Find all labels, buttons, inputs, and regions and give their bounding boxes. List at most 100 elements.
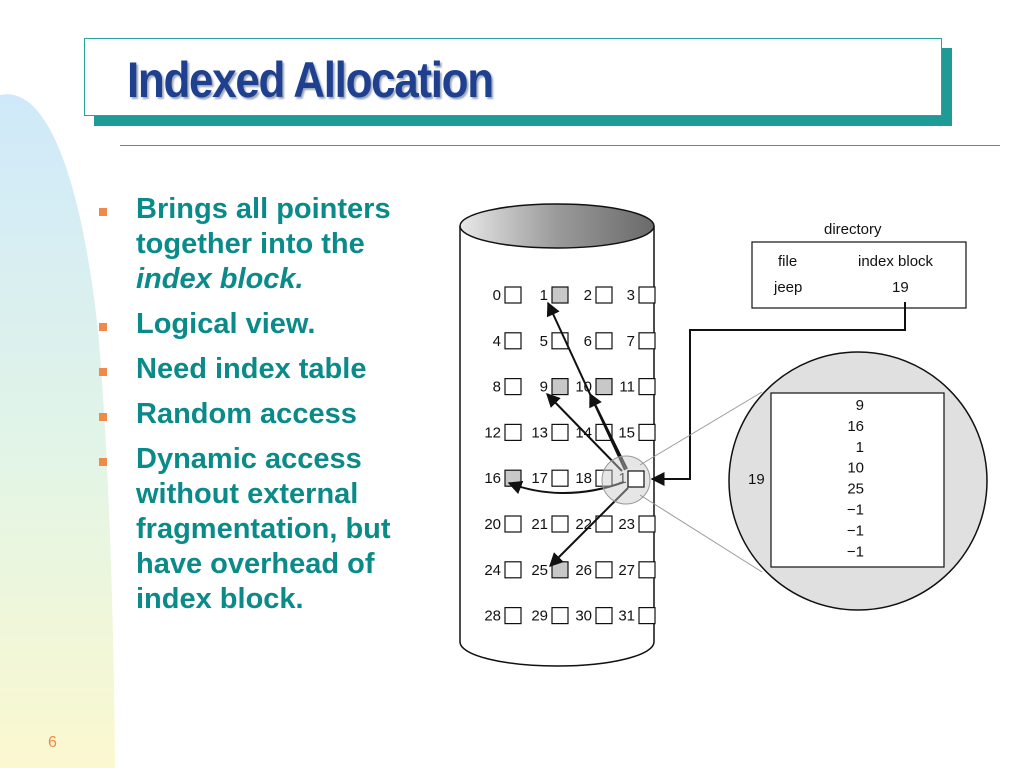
zoom-block-number: 19 [748, 471, 765, 488]
index-entry: 9 [856, 397, 864, 414]
disk-block-free [638, 423, 656, 441]
block-label: 5 [540, 333, 548, 350]
pointer-to-block-16 [507, 481, 625, 495]
block-label: 26 [575, 562, 592, 579]
bullet-marker [99, 323, 107, 331]
disk-block-free [551, 423, 569, 441]
bullet-item: Logical view. [96, 307, 441, 342]
disk-block-free [504, 378, 522, 396]
zoom-line-bottom [639, 494, 763, 573]
directory-pointer-arrow [650, 302, 906, 486]
zoom-line-top [639, 391, 763, 466]
bullet-item: Dynamic access without external fragment… [96, 442, 441, 617]
disk-top [459, 203, 655, 249]
bullet-marker [99, 458, 107, 466]
disk-block-free [595, 561, 613, 579]
block-label: 12 [484, 424, 501, 441]
block-label: 1 [540, 287, 548, 304]
disk-block-used [551, 378, 569, 396]
index-entry: 25 [847, 481, 864, 498]
block-label: 22 [575, 516, 592, 533]
block-label: 25 [531, 562, 548, 579]
disk-block-free [595, 286, 613, 304]
disk-block-free [504, 606, 522, 625]
disk-block-free [595, 332, 613, 350]
block-label: 23 [618, 516, 635, 533]
block-label: 0 [493, 287, 501, 304]
disk-block-free [638, 378, 656, 396]
block-label: 17 [531, 470, 548, 487]
block-label: 11 [619, 379, 635, 396]
disk-block-used [595, 378, 613, 396]
directory-cell-index-block: 19 [892, 279, 909, 296]
bullet-text: Dynamic access without external fragment… [136, 443, 391, 615]
bullet-text: Need index table [136, 353, 367, 385]
bullet-text: Logical view. [136, 308, 316, 340]
block-label: 6 [584, 333, 592, 350]
block-label: 29 [531, 608, 548, 625]
index-entry: 16 [847, 418, 864, 435]
index-entry: −1 [847, 522, 864, 539]
block-label: 13 [531, 424, 548, 441]
disk-block-used [551, 561, 569, 579]
bullet-item: Random access [96, 397, 441, 432]
bullet-marker [99, 413, 107, 421]
pointer-to-block-1 [546, 301, 626, 471]
disk-block-free [595, 606, 613, 625]
disk-block-free [504, 286, 522, 304]
directory-header-index-block: index block [858, 253, 934, 270]
disk-block-used [551, 286, 569, 304]
block-label: 7 [627, 333, 635, 350]
slide-title: Indexed Allocation [127, 52, 494, 108]
directory-table [751, 241, 967, 309]
index-block-highlight [601, 455, 651, 505]
block-label: 9 [540, 379, 548, 396]
bullet-text-italic: index block. [136, 263, 304, 295]
bullet-marker [99, 208, 107, 216]
disk-block-free [551, 606, 569, 625]
bullet-text: Random access [136, 398, 357, 430]
disk-block-free [504, 332, 522, 350]
page-number: 6 [48, 734, 57, 751]
disk-block-free [504, 561, 522, 579]
block-label: 20 [484, 516, 501, 533]
block-label: 3 [627, 287, 635, 304]
block-label: 18 [575, 470, 592, 487]
disk-block-free [551, 469, 569, 487]
block-label: 8 [493, 379, 501, 396]
disk-block-free [595, 515, 613, 533]
disk-block-free [638, 286, 656, 304]
block-label: 21 [531, 516, 548, 533]
block-label: 24 [484, 562, 501, 579]
block-label: 16 [484, 470, 501, 487]
index-entry: 10 [847, 460, 864, 477]
bullet-marker [99, 368, 107, 376]
block-label: 4 [493, 333, 501, 350]
directory-cell-file: jeep [773, 279, 802, 296]
title-divider [120, 145, 1000, 146]
disk-block-free [504, 423, 522, 441]
disk-block-free [551, 515, 569, 533]
block-label: 28 [484, 608, 501, 625]
bullet-item: Need index table [96, 352, 441, 387]
index-block-contents-box [770, 392, 945, 568]
directory-label: directory [824, 221, 882, 238]
disk-block-free [638, 606, 656, 625]
block-label: 27 [618, 562, 635, 579]
block-label: 30 [575, 608, 592, 625]
title-box: Indexed Allocation [84, 38, 942, 116]
disk-block-free [638, 332, 656, 350]
disk-block-free [638, 515, 656, 533]
index-entry: −1 [847, 543, 864, 560]
disk-block-free [504, 515, 522, 533]
block-label: 31 [618, 608, 635, 625]
bullet-list: Brings all pointers together into the in… [96, 192, 441, 627]
bullet-item: Brings all pointers together into the in… [96, 192, 441, 297]
directory-header-file: file [778, 253, 797, 270]
pointer-to-block-9 [546, 392, 623, 472]
bullet-text: Brings all pointers together into the [136, 193, 391, 260]
disk-block-free [638, 561, 656, 579]
block-label: 15 [618, 424, 635, 441]
